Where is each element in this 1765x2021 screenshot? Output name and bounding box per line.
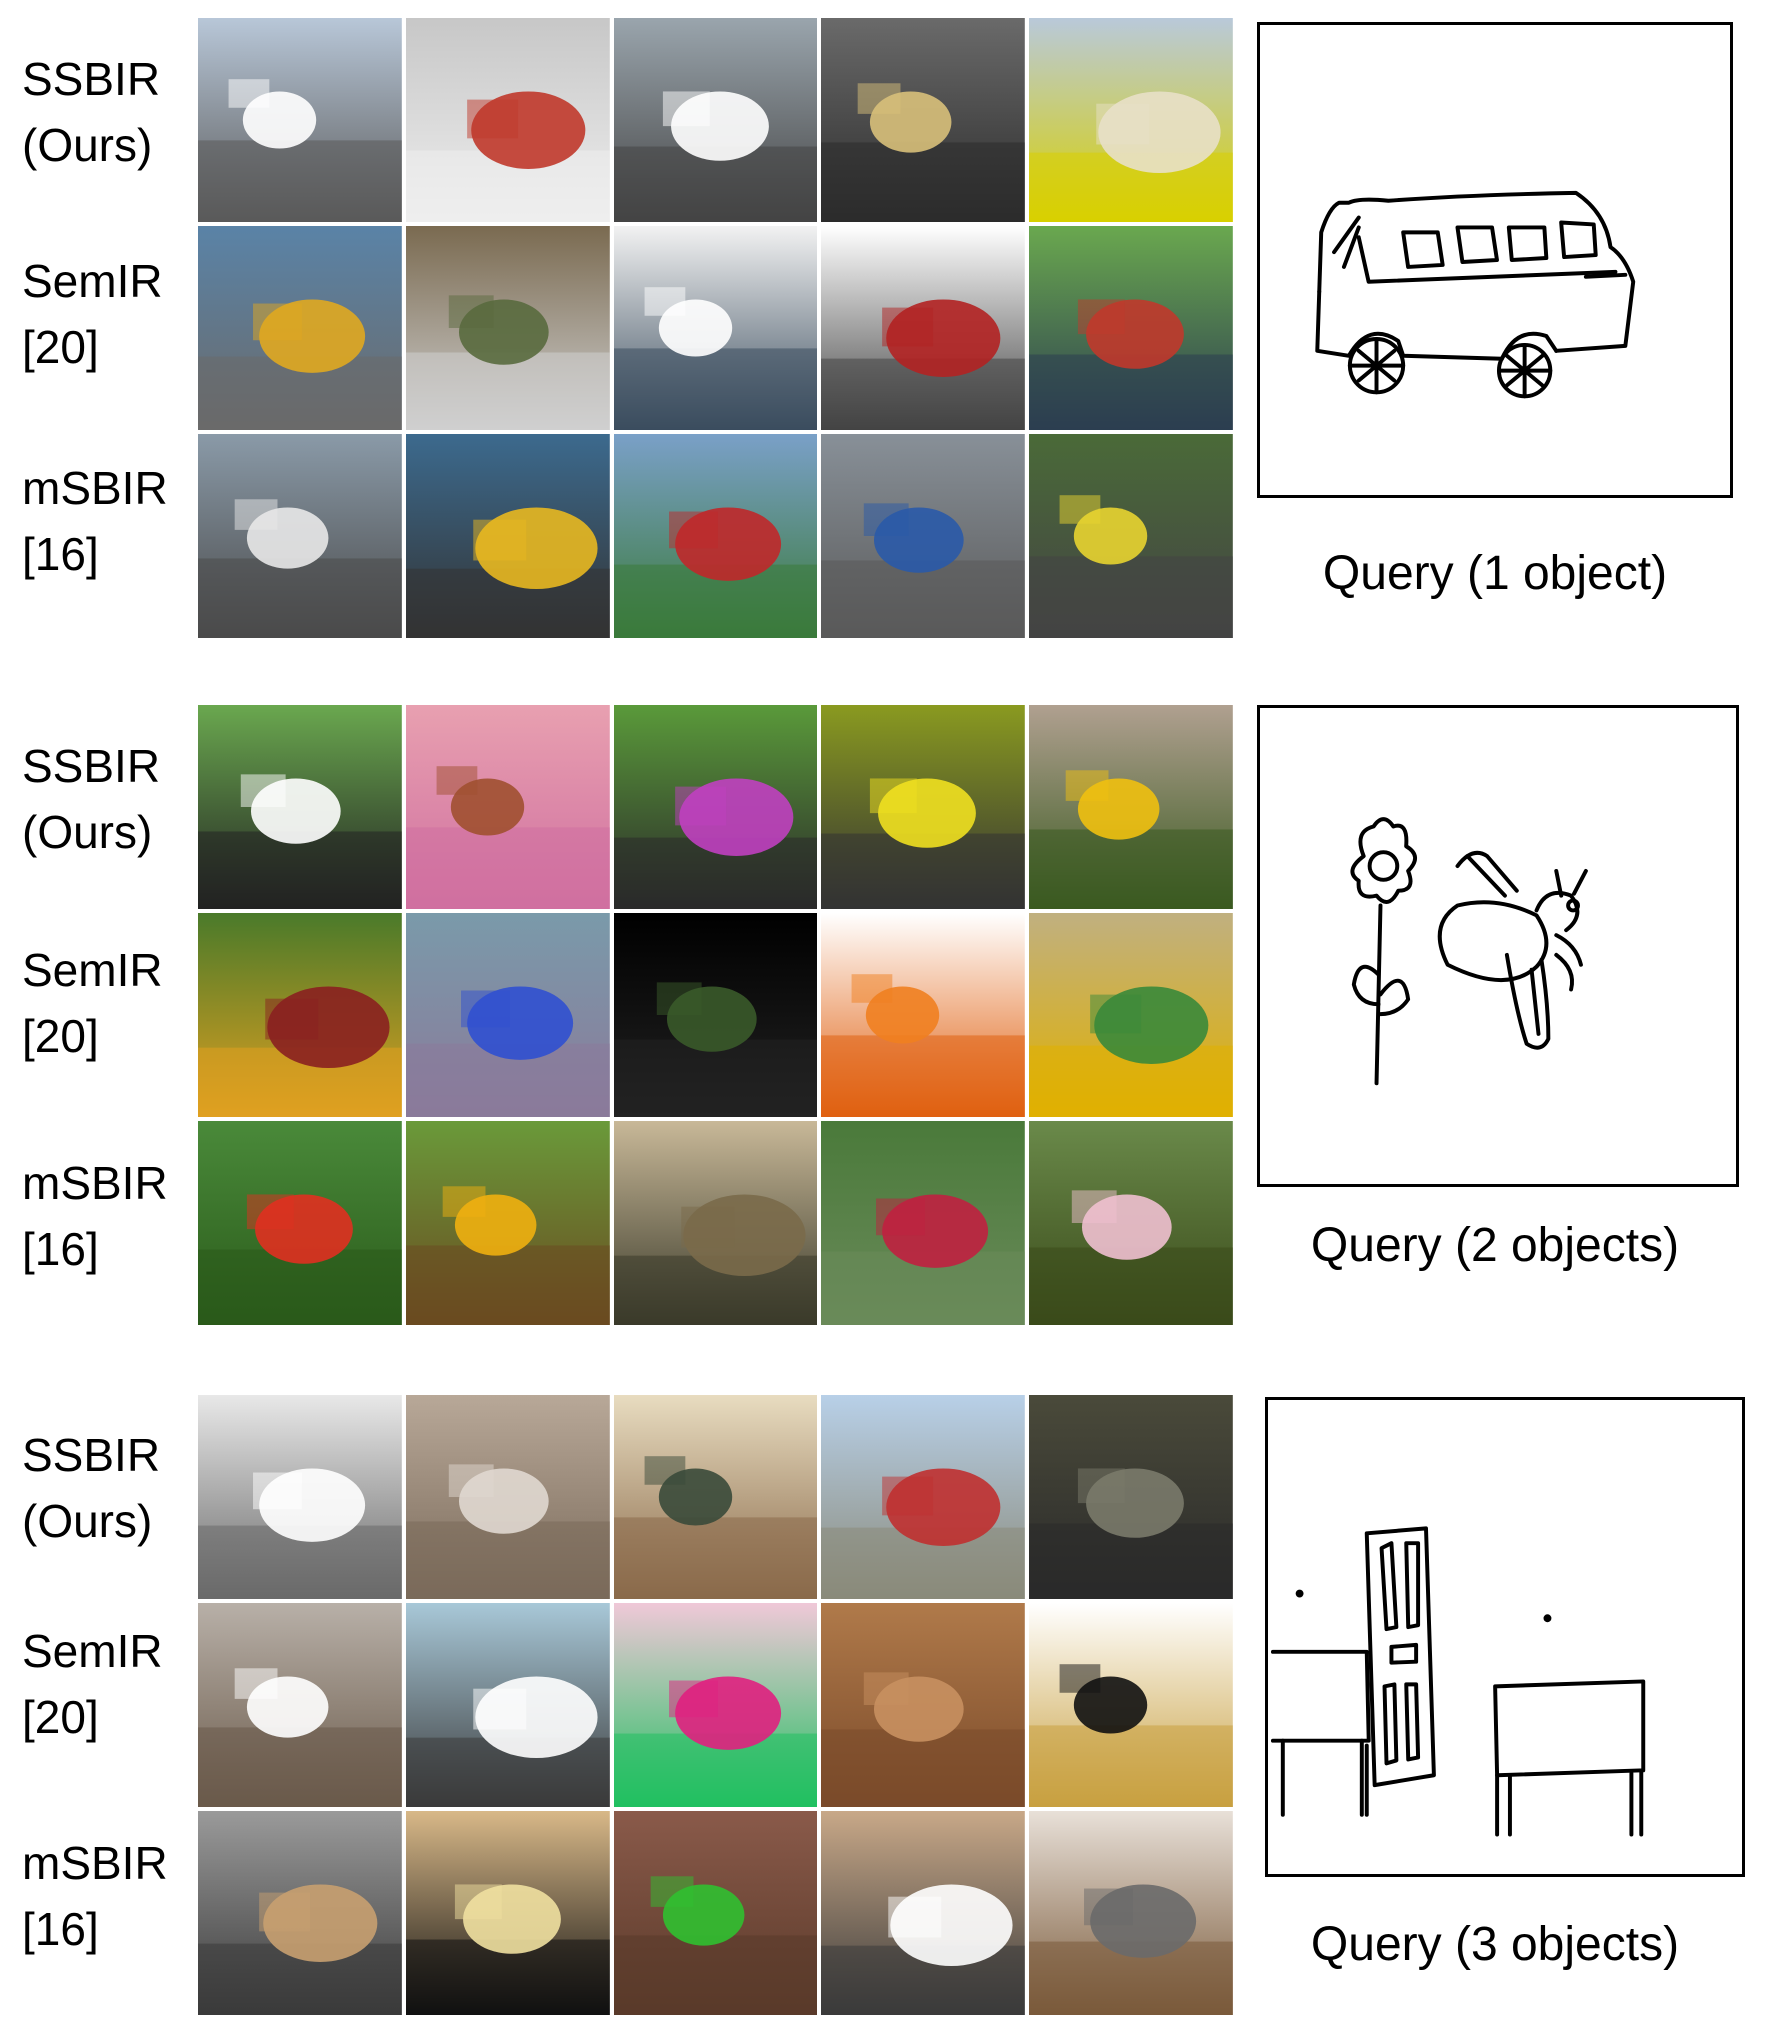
result-thumbnail-trucks [198,434,402,638]
result-thumbnail-berries [613,913,818,1117]
query-sketch [1265,1397,1745,1877]
sketch-room-icon [1270,1526,1646,1837]
result-thumbnail-red-antique-car [821,226,1026,430]
result-thumbnail-race-car [1029,226,1233,430]
result-thumbnail-bus [821,18,1026,222]
result-thumbnail-strawberry-leaf [821,1121,1026,1325]
result-thumbnail-butterfly [613,1121,818,1325]
result-thumbnail-facade [405,1603,610,1807]
query-sketch [1257,22,1733,498]
result-thumbnail-fire-truck [405,18,610,222]
result-thumbnail-tv-room [613,1811,818,2015]
method-label-ssbir: SSBIR (Ours) [22,53,161,171]
query-caption: Query (2 objects) [1310,1219,1680,1272]
result-thumbnail-yellow-car [198,226,402,430]
method-label-semir: SemIR [20] [22,255,163,373]
result-thumbnail-blue-flower [405,913,610,1117]
result-grid [198,705,1233,1325]
result-grid [198,1395,1233,2015]
result-thumbnail-kitchen [405,1395,610,1599]
result-thumbnail-beetle-leaves [1029,913,1233,1117]
method-label-ssbir: SSBIR (Ours) [22,1429,161,1547]
result-thumbnail-classroom [613,1395,818,1599]
method-label-ssbir: SSBIR (Ours) [22,740,161,858]
result-thumbnail-insect-flower [1029,705,1233,909]
method-label-semir: SemIR [20] [22,1625,163,1743]
result-thumbnail-double-decker-bus [613,434,818,638]
result-thumbnail-stripes [1029,1603,1233,1807]
method-label-msbir: mSBIR [16] [22,462,168,580]
result-thumbnail-red-flower-branch [198,913,402,1117]
result-thumbnail-military-suv [405,226,610,430]
result-thumbnail-van-plaza [1029,18,1233,222]
query-sketch [1257,705,1739,1187]
result-thumbnail-kitchen [198,1395,402,1599]
result-thumbnail-insect-flower [405,705,610,909]
result-thumbnail-insect-flower [821,705,1026,909]
result-thumbnail-insect-flower [613,705,818,909]
result-grid [198,18,1233,638]
result-thumbnail-blue-bus [821,434,1026,638]
result-thumbnail-laptop-desk [821,1811,1026,2015]
result-thumbnail-living-room [1029,1811,1233,2015]
result-thumbnail-chess [405,1811,610,2015]
result-thumbnail-vans [613,18,818,222]
result-thumbnail-vans [613,226,818,430]
result-thumbnail-desk [198,1811,402,2015]
result-thumbnail-bee-flower [405,1121,610,1325]
query-caption: Query (3 objects) [1310,1918,1680,1971]
result-thumbnail-van [198,18,402,222]
result-thumbnail-parquet [821,1603,1026,1807]
method-label-msbir: mSBIR [16] [22,1157,168,1275]
result-thumbnail-dark-room [1029,1395,1233,1599]
result-thumbnail-grasshopper-flower [1029,1121,1233,1325]
method-label-msbir: mSBIR [16] [22,1837,168,1955]
result-thumbnail-pattern [613,1603,818,1807]
result-thumbnail-ladybug [198,1121,402,1325]
result-thumbnail-chairs [198,1603,402,1807]
method-label-semir: SemIR [20] [22,944,163,1062]
result-thumbnail-insect-flower [198,705,402,909]
result-thumbnail-lighthouse-terrace [821,1395,1026,1599]
result-thumbnail-goldfish [821,913,1026,1117]
query-caption: Query (1 object) [1322,547,1668,600]
sketch-flower-bee-icon [1350,817,1588,1086]
sketch-bus-icon [1315,190,1636,399]
result-thumbnail-tram [1029,434,1233,638]
result-thumbnail-school-bus [405,434,610,638]
